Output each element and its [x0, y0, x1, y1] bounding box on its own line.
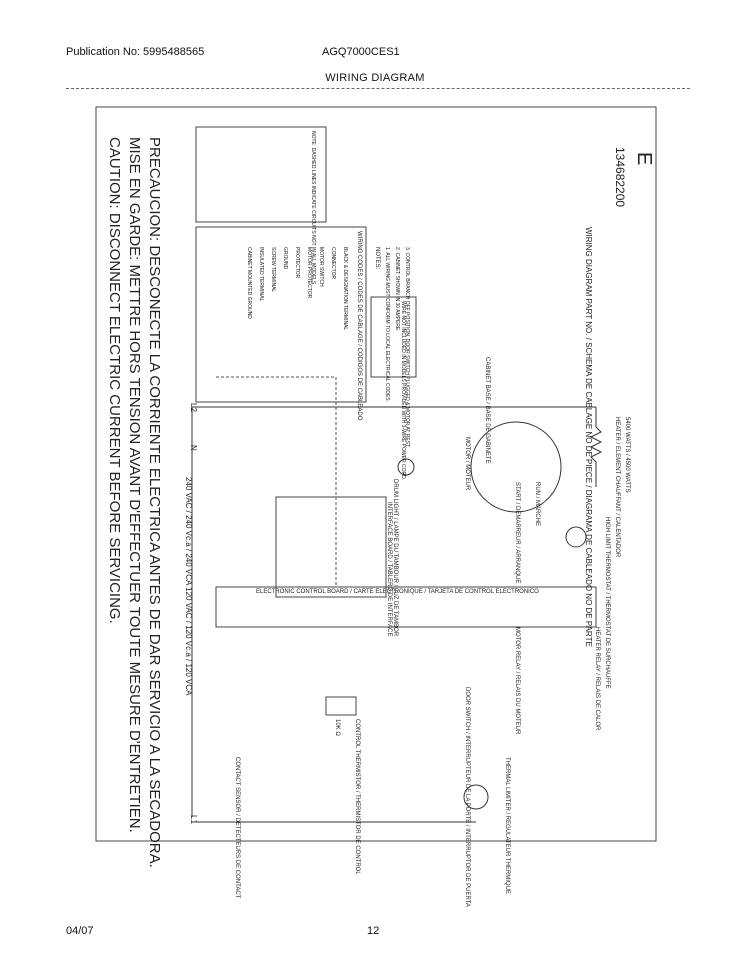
thermal-limiter-symbol: [463, 784, 489, 810]
legend-entry: CONNECTOR: [330, 247, 336, 280]
diagram-frame: [95, 106, 657, 842]
control-thermistor-label: CONTROL THERMISTOR / THERMISTOR DE CONTR…: [354, 719, 360, 875]
terminal-l1: L1: [189, 815, 198, 824]
dashed-note-text: NOTE: DASHED LINES INDICATE CIRCUITS NOT…: [310, 131, 316, 286]
notes-title: NOTES:: [374, 247, 380, 270]
dashed-lines-note: [195, 126, 327, 223]
legend-entry: MOTOR PROTECTOR: [306, 247, 312, 299]
heater-label: HEATER / ELEMENT CHAUFFANT / CALENTADOR: [614, 417, 620, 558]
page-number: 12: [367, 925, 380, 937]
contact-sensor-label: CONTACT SENSOR / DETECTEURS DE CONTACT: [234, 757, 240, 899]
legend-entries: BLACK & DESIGNATION TERMINAL CONNECTOR M…: [246, 247, 348, 330]
control-board-label: ELECTRONIC CONTROL BOARD / CARTE ELECTRO…: [256, 589, 539, 595]
wiring-legend: [195, 226, 367, 403]
publication-number: Publication No: 5995488565: [66, 46, 205, 58]
motor-start-label: START / DEMARREUR / ARRANQUE: [514, 482, 520, 583]
motor-symbol: [470, 421, 562, 513]
interface-board: [275, 496, 387, 598]
diagram-rotated-content: CAUTION: DISCONNECT ELECTRIC CURRENT BEF…: [106, 126, 655, 907]
legend-entry: BLACK & DESIGNATION TERMINAL: [342, 247, 348, 330]
supply-label: 240 VAC / 240 Vc.a / 240 VCA 120 VAC / 1…: [184, 477, 193, 696]
heater-relay-label: HEATER RELAY / RELAIS DE CALOR: [594, 627, 600, 731]
heater-watts: 5400 WATTS / 4500 WATTS: [624, 417, 630, 493]
unused-wire-note-text: WIRE NOT INCLUDED IN MODELS PROVIDED WIT…: [400, 301, 406, 480]
heater-symbol: [589, 407, 603, 487]
legend-entry: SCREW TERMINAL: [270, 247, 276, 292]
terminal-n: N: [189, 445, 198, 451]
motor-relay-label: MOTOR RELAY / RELAIS DU MOTEUR: [514, 627, 520, 735]
cabinet-base-label: CABINET BASE / BASE DE GABINETE: [484, 357, 490, 464]
interface-board-label: INTERFACE BOARD / TABLERO DE INTERFACE: [386, 502, 392, 636]
motor-run-label: RUN / MARCHE: [534, 482, 540, 526]
control-thermistor-symbol: [325, 696, 357, 716]
high-limit-symbol: [565, 526, 587, 548]
part-number-label: WIRING DIAGRAM PART NO. / SCHEMA DE CABL…: [584, 227, 593, 647]
revision-letter: E: [633, 152, 655, 165]
legend-entry: INSULATED TERMINAL: [258, 247, 264, 301]
page-title: WIRING DIAGRAM: [325, 72, 425, 84]
note-item: 1. ALL WIRING MUST CONFORM TO LOCAL ELEC…: [384, 247, 390, 402]
caution-line-2: MISE EN GARDE: METTRE HORS TENSION AVANT…: [126, 137, 143, 833]
legend-entry: MOTOR SWITCH: [318, 247, 324, 287]
part-number: 134682200: [613, 147, 627, 207]
title-rule: [66, 88, 690, 89]
high-limit-label: HIGH LIMIT THERMOSTAT / THERMOSTAT DE SU…: [604, 517, 610, 689]
note-item: 3. CONTROL BRANCH OFF POSITION, DOOR SWI…: [404, 247, 410, 448]
thermistor-value: 10K Ω: [334, 719, 340, 736]
optional-circuit-dashed: [216, 376, 337, 587]
note-item: 2. CABINET SHOWN IN 30 AMPERE.: [394, 247, 400, 332]
unused-wire-note: [370, 296, 417, 378]
legend-title: WIRING CODES / CODES DE CABLAGE / CODIGO…: [356, 231, 362, 421]
caution-line-3: PRECAUCION: DESCONECTE LA CORRIENTE ELEC…: [146, 137, 163, 868]
thermal-limiter-label: THERMAL LIMITER / REGULATEUR THERMIQUE: [504, 757, 510, 894]
model-number: AGQ7000CES1: [322, 46, 400, 58]
caution-line-1: CAUTION: DISCONNECT ELECTRIC CURRENT BEF…: [106, 137, 123, 624]
motor-label: MOTOR / MOTEUR: [464, 437, 470, 491]
control-board: [215, 586, 597, 628]
legend-entry: CABINET MOUNTED GROUND: [246, 247, 252, 319]
door-switch-label: DOOR SWITCH / INTERRUPTEUR DE LA PORTE /…: [464, 687, 470, 907]
legend-entry: GROUND: [282, 247, 288, 270]
terminal-l2: L2: [189, 403, 198, 412]
footer-date: 04/07: [66, 925, 94, 937]
legend-entry: PROTECTOR: [294, 247, 300, 279]
drum-light-label: DRUM LIGHT / LAMPE DU TAMBOUR / LUZ DE T…: [392, 479, 398, 637]
drum-light-symbol: [397, 458, 415, 476]
